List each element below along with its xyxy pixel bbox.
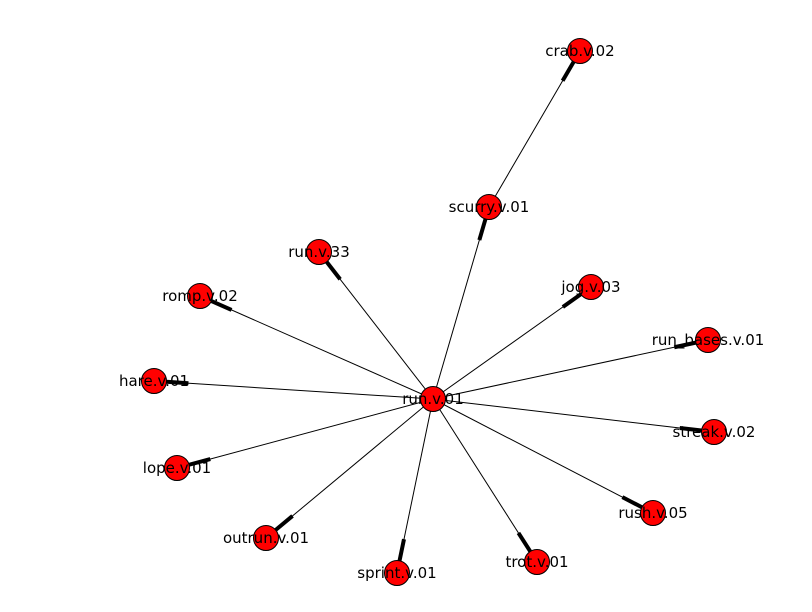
edge-head-scurry-v-01	[477, 218, 488, 241]
nodes-layer	[141, 38, 727, 586]
edge-run-v-01-to-rush-v-05	[432, 398, 654, 514]
edge-run-v-01-to-run-bases-v-01	[432, 339, 709, 400]
node-romp-v-02[interactable]	[187, 283, 213, 309]
node-label-crab-v-02: crab.v.02	[545, 42, 614, 60]
node-rush-v-05[interactable]	[640, 500, 666, 526]
edge-run-v-01-to-lope-v-01	[176, 398, 434, 469]
edge-head-outrun-v-01	[274, 514, 294, 532]
edge-head-sprint-v-01	[397, 538, 406, 562]
edge-head-hare-v-01	[166, 379, 189, 386]
edge-run-v-01-to-outrun-v-01	[265, 398, 434, 539]
node-run-v-01[interactable]	[420, 386, 446, 412]
edge-head-trot-v-01	[516, 531, 532, 553]
edge-run-v-01-to-romp-v-02	[199, 295, 434, 400]
node-label-romp-v-02: romp.v.02	[162, 287, 237, 305]
edge-head-jog-v-03	[561, 292, 582, 309]
node-run-v-33[interactable]	[306, 239, 332, 265]
node-label-run-v-01: run.v.01	[402, 390, 464, 408]
node-label-lope-v-01: lope.v.01	[143, 459, 211, 477]
node-crab-v-02[interactable]	[567, 38, 593, 64]
node-label-hare-v-01: hare.v.01	[119, 372, 189, 390]
edge-head-crab-v-02	[560, 60, 576, 82]
edge-head-streak-v-02	[679, 425, 702, 433]
node-label-trot-v-01: trot.v.01	[505, 553, 568, 571]
node-label-sprint-v-01: sprint.v.01	[357, 564, 436, 582]
node-label-run-bases-v-01: run_bases.v.01	[652, 331, 765, 350]
edge-head-run-bases-v-01	[673, 340, 697, 350]
node-outrun-v-01[interactable]	[253, 525, 279, 551]
node-hare-v-01[interactable]	[141, 368, 167, 394]
node-sprint-v-01[interactable]	[384, 560, 410, 586]
node-label-scurry-v-01: scurry.v.01	[449, 198, 530, 216]
node-scurry-v-01[interactable]	[476, 194, 502, 220]
edge-head-run-v-33	[325, 260, 342, 281]
node-jog-v-03[interactable]	[578, 274, 604, 300]
edges-layer	[153, 50, 715, 574]
node-run-bases-v-01[interactable]	[695, 327, 721, 353]
edge-head-romp-v-02	[210, 299, 233, 312]
node-streak-v-02[interactable]	[701, 419, 727, 445]
edge-run-v-01-to-hare-v-01	[153, 380, 434, 400]
labels-layer: run.v.01 crab.v.02 scurry.v.01 run.v.33 romp…	[119, 42, 764, 582]
edge-run-v-01-to-streak-v-02	[432, 398, 715, 433]
edge-head-lope-v-01	[188, 457, 211, 467]
node-lope-v-01[interactable]	[164, 455, 190, 481]
node-label-run-v-33: run.v.33	[288, 243, 350, 261]
edge-head-rush-v-05	[621, 495, 643, 510]
node-label-jog-v-03: jog.v.03	[560, 278, 620, 296]
node-label-rush-v-05: rush.v.05	[618, 504, 687, 522]
node-label-outrun-v-01: outrun.v.01	[223, 529, 309, 547]
node-trot-v-01[interactable]	[524, 549, 550, 575]
node-label-streak-v-02: streak.v.02	[673, 423, 756, 441]
